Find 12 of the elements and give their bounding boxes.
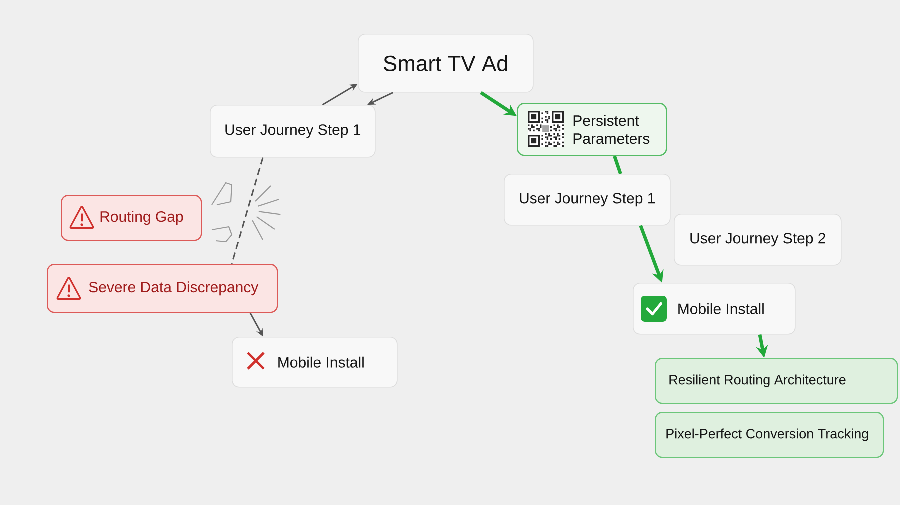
warning-box: Severe Data Discrepancy	[47, 264, 278, 314]
connector-line	[613, 156, 622, 175]
step-box: User Journey Step 2	[674, 214, 842, 266]
connector-line	[231, 158, 264, 264]
result-box: Resilient Routing Architecture	[655, 358, 898, 404]
result-box: Pixel-Perfect Conversion Tracking	[655, 412, 884, 458]
step-box: Smart TV Ad	[358, 34, 534, 93]
step-box: Mobile Install	[633, 283, 796, 335]
warning-box: Routing Gap	[61, 195, 202, 242]
step-box: Mobile Install	[232, 337, 398, 388]
step-box: User Journey Step 1	[210, 105, 376, 158]
step-box: User Journey Step 1	[504, 174, 671, 226]
